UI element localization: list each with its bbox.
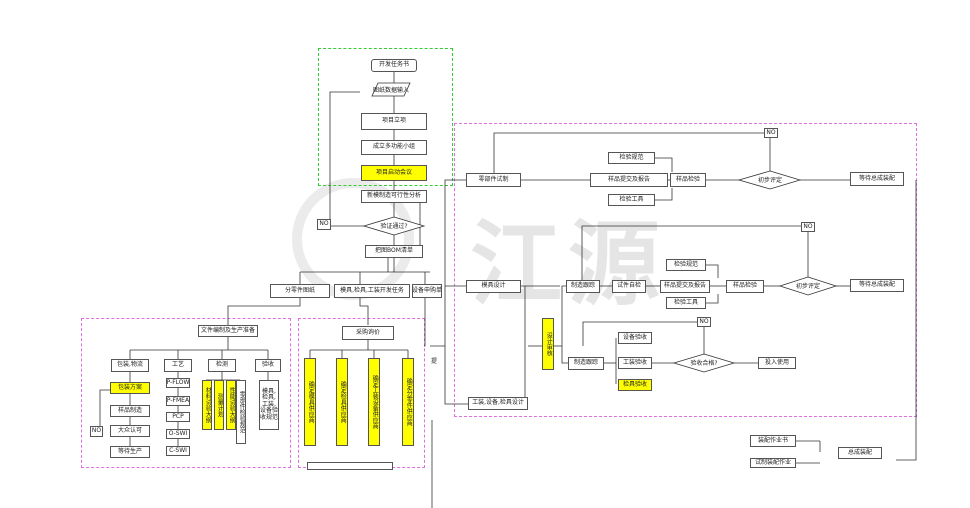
purchase-title-box: 采购询价 (342, 326, 394, 340)
bom-box: 把图BOM清单 (365, 245, 423, 258)
gauge-supplier-box: 确定检具供应商 (336, 358, 348, 446)
upper-sample-report-box: 样品提交及报告 (590, 173, 668, 187)
upper-to-assembly-box: 等待总成装配 (850, 172, 904, 186)
prep-no-label: NO (90, 426, 103, 437)
start-no-label: NO (317, 219, 331, 230)
side-char: 提 (431, 358, 438, 365)
watermark-text: 江源 (470, 210, 667, 318)
zone-documentation (81, 318, 291, 468)
pflow-box: P-FLOW (166, 378, 190, 388)
zone-development (454, 123, 917, 417)
material-test-box: 材料试验大纲 (202, 380, 212, 430)
accept-no-label: NO (697, 317, 711, 327)
upper-review-diamond (737, 170, 802, 190)
await-production-box: 等待生产 (110, 446, 150, 458)
measure-plan-box: 测量计划 (214, 380, 224, 430)
prep-col-test: 检测 (208, 359, 236, 372)
accept-diamond-label: 验收合格? (690, 359, 717, 367)
mold-design-box: 模具设计 (466, 280, 521, 293)
task-box: 开发任务书 (371, 59, 417, 72)
oswi-box: O-SWI (166, 429, 190, 439)
feasibility-box: 新模制造可行性分析 (361, 190, 427, 203)
final-assembly-box: 总成装配 (838, 447, 882, 459)
parts-drawing-box: 分零件图纸 (270, 284, 330, 298)
project-approval-box: 项目立项 (361, 113, 427, 130)
make-track-box: 制造跟踪 (568, 357, 604, 370)
upper-no-label: NO (764, 128, 778, 138)
to-use-box: 投入使用 (758, 357, 796, 369)
lower-inspect-spec-box: 检验规范 (666, 259, 706, 271)
trial-box: 零部件试制 (466, 173, 521, 187)
review-diamond (362, 216, 426, 236)
upper-review-label: 初步评定 (758, 176, 782, 184)
lower-review-diamond (778, 276, 838, 296)
prep-col-accept: 验收 (255, 359, 281, 372)
pfmea-box: P-FMEA (166, 396, 190, 406)
fixture-accept-box: 工装验收 (618, 357, 652, 369)
prep-col-packaging: 包装,物流 (111, 359, 149, 372)
part-supplier-box: 确定分零件供应商 (402, 358, 414, 446)
upper-sample-check-box: 样品检验 (670, 173, 706, 187)
gauge-accept-box: 检具验收 (618, 379, 652, 391)
review-diamond-label: 验证通过? (380, 222, 407, 230)
prep-title-box: 文件编制及生产准备 (198, 325, 258, 337)
lower-no-label: NO (801, 222, 815, 232)
performance-test-box: 性能试验大纲 (226, 380, 236, 430)
fixture-supplier-box: 确定工装设备供应商 (368, 358, 380, 446)
accept-diamond (672, 353, 736, 373)
kickoff-box: 项目启动会议 (361, 165, 427, 181)
tooling-design-box: 工装,设备,检具设计 (468, 397, 528, 410)
drawing-input-label: 图纸数据输入 (373, 86, 409, 94)
mold-supplier-box: 确定模具供应商 (304, 358, 316, 446)
assembly-lower-box: 试制装配作业 (750, 458, 796, 468)
prep-col-process: 工艺 (164, 359, 192, 372)
packaging-plan-box: 包装方案 (110, 382, 150, 394)
part-inspect-spec-box: 零部件检验规范 (236, 380, 246, 444)
upper-inspect-tool-box: 检验工具 (608, 194, 655, 206)
equipment-box: 设备申购单 (412, 284, 442, 298)
trial-mold-box: 试件自检 (612, 280, 646, 293)
cswi-box: C-SWI (166, 446, 190, 456)
equip-accept-box: 设备验收 (618, 332, 652, 344)
vw-approval-box: 大众认可 (110, 425, 150, 437)
sample-make-box: 样品制造 (110, 405, 150, 417)
upper-inspect-spec-box: 检验规范 (608, 152, 655, 164)
purchase-lower-box (307, 462, 393, 470)
drawing-input-parallelogram (371, 82, 411, 97)
mfg-track-box: 制造跟踪 (566, 280, 600, 293)
lower-sample-report-box: 样品提交及报告 (660, 280, 710, 293)
lower-inspect-tool-box: 检验工具 (666, 297, 706, 309)
lower-to-assembly-box: 等待总成装配 (850, 279, 904, 292)
lower-review-label: 初步评定 (796, 282, 820, 290)
accept-spec-box: 模具,检具,工装,设备验收规范 (259, 380, 279, 430)
work-doc-box: 装配作业书 (750, 435, 796, 447)
zone-project-start (318, 48, 453, 186)
design-review-box: 设计审核 (542, 318, 554, 370)
team-box: 成立多功能小组 (361, 140, 427, 155)
tooling-task-box: 模具,检具,工装开发任务 (334, 284, 410, 298)
lower-sample-check-box: 样品检验 (726, 280, 764, 293)
pcp-box: PCP (166, 412, 190, 422)
